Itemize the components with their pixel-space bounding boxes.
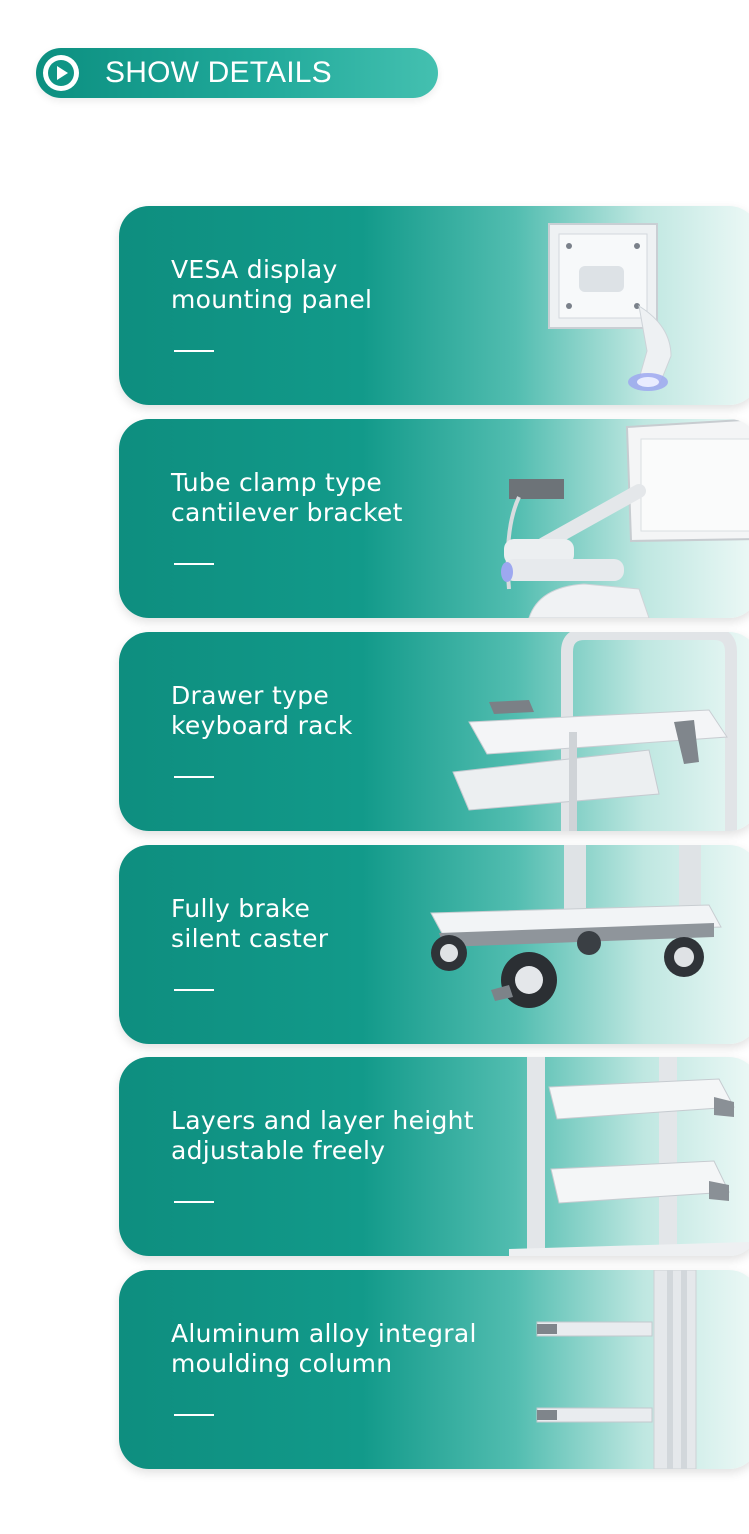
feature-divider — [174, 350, 214, 352]
feature-title: Aluminum alloy integral moulding column — [171, 1319, 477, 1378]
show-details-banner: SHOW DETAILS — [36, 48, 438, 98]
feature-card-caster: Fully brake silent caster — [119, 845, 749, 1044]
feature-divider — [174, 1201, 214, 1203]
feature-title: VESA display mounting panel — [171, 255, 373, 314]
feature-card-cantilever: Tube clamp type cantilever bracket — [119, 419, 749, 618]
feature-card-keyboard-drawer: Drawer type keyboard rack — [119, 632, 749, 831]
vesa-mount-panel-image — [548, 223, 672, 391]
feature-card-vesa: VESA display mounting panel — [119, 206, 749, 405]
feature-title: Layers and layer height adjustable freel… — [171, 1106, 474, 1165]
feature-divider — [174, 989, 214, 991]
feature-divider — [174, 1414, 214, 1416]
feature-title: Drawer type keyboard rack — [171, 681, 353, 740]
feature-title: Tube clamp type cantilever bracket — [171, 468, 403, 527]
caster-wheel-image — [430, 845, 722, 1008]
feature-card-shelves: Layers and layer height adjustable freel… — [119, 1057, 749, 1256]
feature-divider — [174, 776, 214, 778]
section-title: SHOW DETAILS — [105, 56, 332, 89]
feature-card-column: Aluminum alloy integral moulding column — [119, 1270, 749, 1469]
aluminum-column-image — [536, 1270, 697, 1469]
feature-divider — [174, 563, 214, 565]
play-icon — [43, 55, 79, 91]
cantilever-arm-image — [501, 419, 749, 618]
keyboard-drawer-image — [452, 632, 737, 831]
feature-title: Fully brake silent caster — [171, 894, 329, 953]
adjustable-shelves-image — [509, 1057, 749, 1256]
